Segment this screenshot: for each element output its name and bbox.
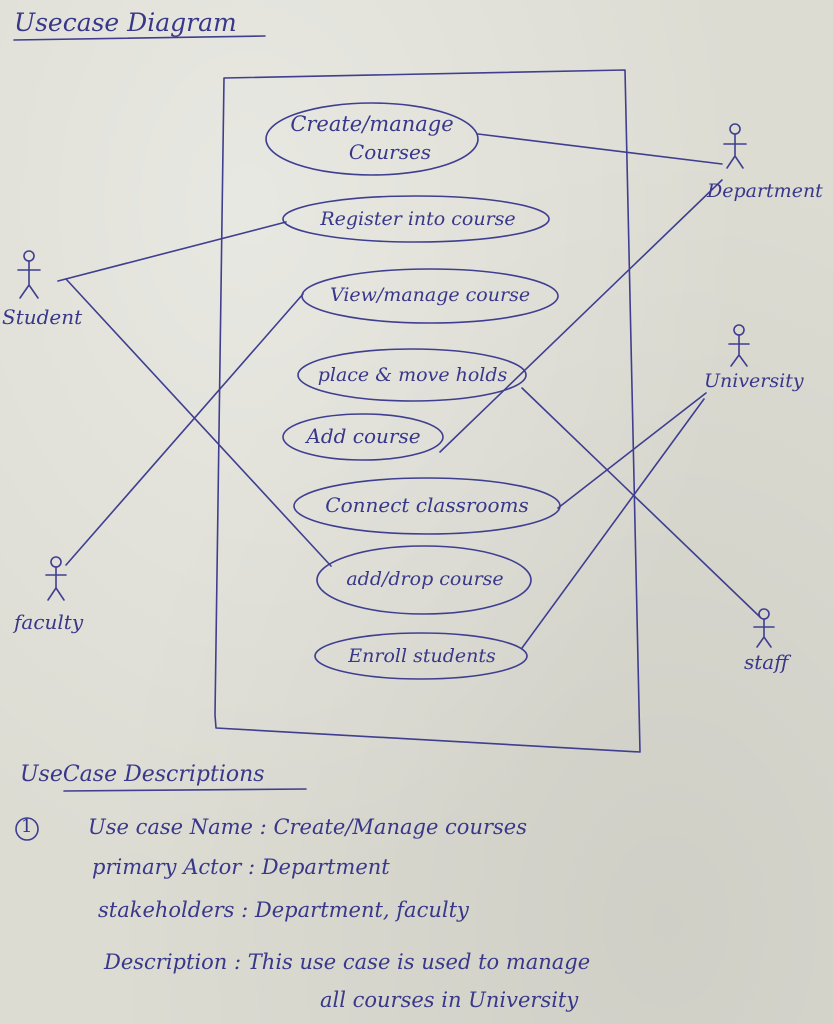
- actor-faculty-figure: [45, 556, 67, 601]
- usecase-label-view-manage: View/manage course: [329, 284, 531, 306]
- desc-description-label: Description: [104, 950, 228, 974]
- usecase-ellipse-enroll: [314, 632, 528, 680]
- actor-staff-figure: [753, 608, 775, 648]
- usecase-label-create-manage-line1: Create/manage: [290, 112, 454, 136]
- actor-label-faculty: faculty: [14, 610, 84, 634]
- heading-underline: [13, 35, 266, 41]
- usecase-label-connect: Connect classrooms: [325, 493, 529, 517]
- assoc-university-connect: [557, 392, 707, 509]
- usecase-label-enroll: Enroll students: [348, 645, 496, 667]
- system-boundary: [214, 69, 641, 753]
- actor-university-figure: [728, 324, 750, 367]
- item-number-circle: [15, 817, 39, 841]
- usecase-label-create-manage-line2: Courses: [348, 140, 432, 164]
- desc-stakeholders-label: stakeholders: [98, 898, 235, 922]
- desc-row-name: Use case Name : Create/Manage courses: [88, 815, 527, 839]
- desc-row-description: Description : This use case is used to m…: [104, 950, 591, 974]
- actor-label-university: University: [704, 370, 804, 392]
- desc-row-stakeholders: stakeholders : Department, faculty: [98, 898, 469, 922]
- item-number: 1: [21, 816, 33, 837]
- actor-label-department: Department: [707, 180, 823, 202]
- assoc-department-create: [477, 133, 723, 165]
- descriptions-underline: [63, 788, 307, 792]
- actor-student-figure: [17, 250, 41, 299]
- usecase-label-register: Register into course: [320, 208, 516, 230]
- usecase-ellipse-holds: [297, 348, 527, 402]
- page-title: Usecase Diagram: [14, 8, 237, 37]
- usecase-ellipse-add-course: [282, 413, 444, 461]
- assoc-student-add-drop: [65, 278, 332, 567]
- actor-label-student: Student: [2, 305, 83, 329]
- desc-actor-label: primary Actor: [92, 855, 242, 879]
- desc-description-line1: This use case is used to manage: [247, 950, 591, 974]
- assoc-department-add-course: [439, 179, 723, 453]
- desc-name-value: Create/Manage courses: [273, 815, 527, 839]
- desc-name-label: Use case Name: [88, 815, 253, 839]
- desc-description-line2: all courses in University: [320, 988, 579, 1012]
- actor-label-staff: staff: [744, 650, 789, 674]
- usecase-label-add-drop: add/drop course: [346, 568, 504, 590]
- usecase-label-add-course: Add course: [306, 424, 421, 448]
- actor-department-figure: [723, 123, 747, 169]
- desc-row-actor: primary Actor : Department: [92, 855, 390, 879]
- desc-stakeholders-value: Department, faculty: [254, 898, 469, 922]
- assoc-faculty-view-manage: [65, 293, 304, 566]
- assoc-student-register: [57, 221, 287, 282]
- usecase-ellipse-add-drop: [316, 545, 532, 615]
- assoc-staff-holds: [521, 387, 761, 618]
- assoc-university-enroll: [521, 398, 705, 649]
- descriptions-heading: UseCase Descriptions: [20, 762, 265, 787]
- desc-actor-value: Department: [261, 855, 390, 879]
- usecase-label-holds: place & move holds: [317, 364, 508, 386]
- usecase-ellipse-create-manage: [265, 102, 479, 176]
- usecase-ellipse-register: [282, 195, 550, 243]
